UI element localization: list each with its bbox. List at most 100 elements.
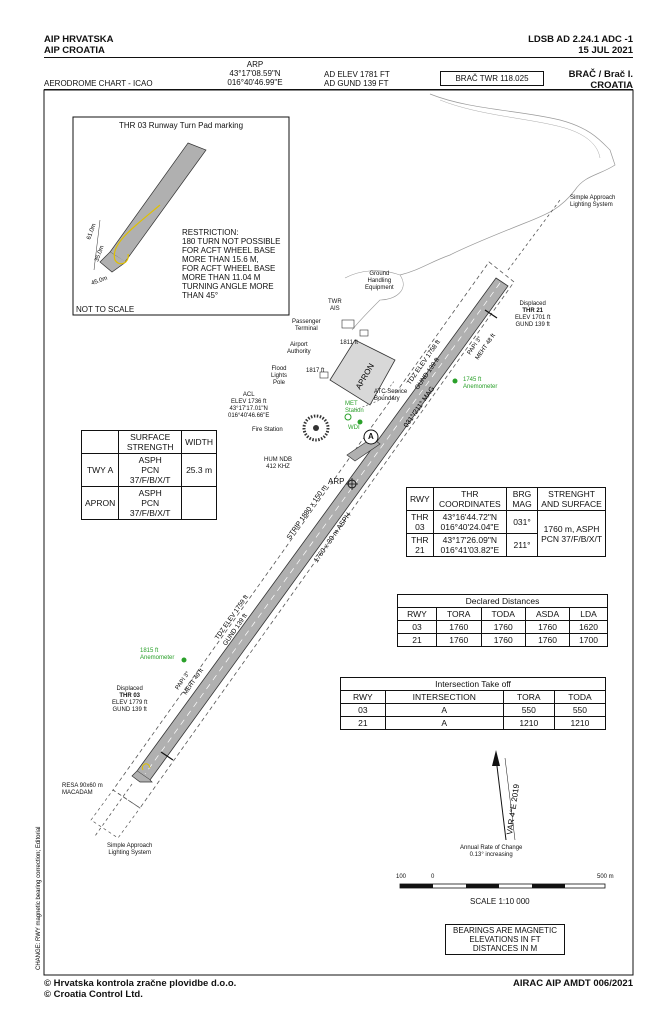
table-title-row: Declared Distances <box>397 594 608 608</box>
ad-elev: AD ELEV 1781 FT <box>324 70 390 79</box>
table-cell: A <box>384 716 504 730</box>
ndb-symbol <box>302 414 330 442</box>
cell-line: 43°17'26.09"N <box>442 535 497 545</box>
table-cell: 21 <box>340 716 386 730</box>
table-cell: 03 <box>340 703 386 717</box>
table-cell: 550 <box>553 703 607 717</box>
approach-lights-sw <box>94 783 133 837</box>
access-road <box>344 270 404 331</box>
label-line: ATC Service <box>374 389 408 395</box>
restriction-line: FOR ACFT WHEEL BASE <box>182 264 276 273</box>
ad-gund: AD GUND 139 FT <box>324 79 389 88</box>
label-line: Displaced <box>116 686 143 692</box>
acl-label: ACL ELEV 1736 ft 43°17'17.01"N 016°40'46… <box>228 392 269 420</box>
label-line: THR 03 <box>119 693 141 699</box>
table-header: WIDTH <box>181 430 217 454</box>
apron <box>329 339 396 406</box>
org-title: AIP HRVATSKA AIP CROATIA <box>44 34 114 56</box>
label-line: ELEV 1779 ft <box>112 700 148 706</box>
doc-id: LDSB AD 2.24.1 ADC -1 <box>528 34 633 45</box>
label-line: Lighting System <box>108 850 152 856</box>
label-line: ACL <box>242 392 255 398</box>
label-line: RESA 90x60 m <box>62 783 103 789</box>
table-cell: 1210 <box>502 716 555 730</box>
thr03-label: Displaced THR 03 ELEV 1779 ft GUND 139 f… <box>112 686 147 714</box>
restriction-line: THAN 45° <box>182 291 219 300</box>
fire-station-label: Fire Station <box>252 427 283 433</box>
table-row: 03 1760 1760 1760 1620 <box>397 620 608 634</box>
table-title: Intersection Take off <box>340 677 606 691</box>
label-line: THR 21 <box>522 308 544 314</box>
twr-building <box>359 329 369 337</box>
resa-area <box>90 789 141 839</box>
table-cell: 1760 <box>525 633 571 647</box>
inset-dim-line <box>93 219 101 271</box>
not-to-scale: NOT TO SCALE <box>76 305 135 314</box>
label-line: GUND 139 ft <box>112 707 147 713</box>
amdt-label: AIRAC AIP AMDT 006/2021 <box>512 978 633 989</box>
anemometer-ne-symbol <box>452 378 458 384</box>
arp-block: ARP 43°17'08.59"N 016°40'46.99"E <box>210 60 300 87</box>
anemometer-ne-label: 1745 ft Anemometer <box>463 377 497 391</box>
arp-symbol <box>346 478 358 490</box>
table-header: THR COORDINATES <box>432 487 507 511</box>
wdi-symbol <box>357 419 363 425</box>
airport-authority-label: Airport Authority <box>287 342 311 356</box>
label-line: Passenger <box>292 319 321 325</box>
label-line: Simple Approach <box>570 195 616 201</box>
met-station-label: MET Station <box>345 401 364 415</box>
table-header: TODA <box>553 690 607 704</box>
inset-title: THR 03 Runway Turn Pad marking <box>118 121 244 130</box>
cell-line: 43°16'44.72"N <box>442 512 497 522</box>
label-line: TWR <box>328 299 342 305</box>
table-cell: 21 <box>397 633 437 647</box>
label-line: Displaced <box>519 301 546 307</box>
table-header-row: RWY TORA TODA ASDA LDA <box>397 607 608 621</box>
cell-line: 016°41'03.82"E <box>440 545 500 555</box>
table-header-row: RWY INTERSECTION TORA TODA <box>340 690 607 704</box>
atc-boundary-label: ATC Service Boundary <box>374 389 407 403</box>
approach-lights-ne <box>507 199 561 271</box>
elev-1811: 1811 ft <box>340 340 358 346</box>
table-header: RWY <box>340 690 386 704</box>
table-cell <box>181 486 217 520</box>
label-line: Annual Rate of Change <box>460 845 523 851</box>
label-line: BEARINGS ARE MAGNETIC <box>452 926 558 935</box>
arp-lat: 43°17'08.59"N <box>229 69 281 78</box>
scale-tick-100: 100 <box>396 874 407 880</box>
hum-ndb-label: HUM NDB 412 KHZ <box>264 457 292 471</box>
table-header: ASDA <box>525 607 571 621</box>
location-block: BRAČ / Brač I. CROATIA <box>569 69 633 91</box>
label-line: Lights <box>271 373 288 379</box>
cell-line: 21 <box>415 545 425 555</box>
label-line: ELEV 1701 ft <box>515 315 551 321</box>
runway-strip <box>112 261 515 809</box>
runway-centerline <box>144 282 501 775</box>
label-line: MACADAM <box>62 790 93 796</box>
table-cell: 1760 <box>435 633 482 647</box>
table-header: RWY <box>397 607 437 621</box>
table-header: INTERSECTION <box>384 690 504 704</box>
restriction-line: MORE THAN 15.6 M, <box>182 255 259 264</box>
ground-handling-label: Ground Handling Equipment <box>365 271 394 292</box>
scale-label: SCALE 1:10 000 <box>470 897 530 906</box>
label-line: HUM NDB <box>264 457 292 463</box>
cell-line: PCN 37/F/B/X/T <box>129 498 171 518</box>
inset-turnpad <box>99 251 127 273</box>
table-title: Declared Distances <box>397 594 608 608</box>
cell-line: PCN 37/F/B/X/T <box>541 533 603 544</box>
org-line-2: AIP CROATIA <box>44 45 105 56</box>
restriction-line: TURNING ANGLE MORE <box>182 282 274 291</box>
cell-line: 016°40'24.04"E <box>440 522 500 532</box>
table-cell: 25.3 m <box>181 453 217 487</box>
met-station-symbol <box>344 413 352 421</box>
thr03-line <box>160 751 174 761</box>
label-line: 1815 ft <box>140 648 159 654</box>
